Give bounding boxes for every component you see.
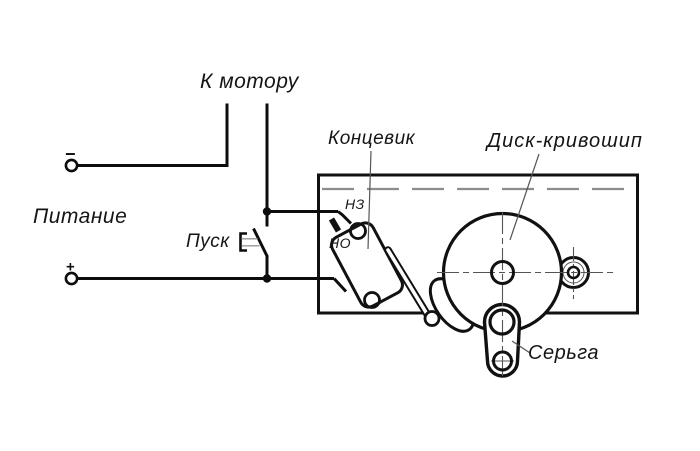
disk-center-hole (490, 260, 515, 285)
limit-switch-bottom-hole (363, 291, 381, 309)
nc-contact-label: НЗ (345, 196, 365, 212)
start-button-actuator (239, 232, 260, 252)
limit-switch-lever-core (386, 248, 429, 316)
wires (73, 103, 353, 293)
leader-shackle (511, 340, 531, 354)
minus-mark: − (65, 144, 76, 164)
actuator-bracket (239, 232, 247, 252)
limit-switch (328, 217, 441, 327)
shackle-bottom-hole (492, 350, 513, 372)
limit-switch-label: Концевик (328, 128, 416, 149)
leader-crank-disk (509, 153, 540, 241)
lever-roller (423, 310, 441, 327)
crank-disk-label: Диск-кривошип (487, 130, 643, 152)
junction-dot-top (262, 207, 272, 216)
nc-pin (337, 210, 353, 225)
limit-switch-common-pin (328, 217, 342, 233)
no-pin (332, 277, 348, 293)
terminal-minus-icon (64, 158, 79, 173)
leader-limit-switch (367, 150, 372, 250)
power-label: Питание (33, 205, 128, 228)
junction-dot-bottom (262, 274, 272, 283)
limit-switch-top-hole (349, 222, 367, 240)
shackle-label: Серьга (528, 342, 599, 364)
to-motor-label: К мотору (200, 70, 299, 93)
no-contact-label: НО (329, 235, 351, 251)
terminal-plus-icon (64, 271, 79, 286)
leader-lines (367, 150, 540, 354)
start-button-label: Пуск (186, 231, 230, 252)
plus-mark: + (66, 259, 75, 276)
power-terminals: − + (64, 144, 79, 286)
support-roller-hole (566, 265, 581, 280)
shackle-top-hole (488, 308, 516, 336)
switch-blade (252, 227, 269, 258)
